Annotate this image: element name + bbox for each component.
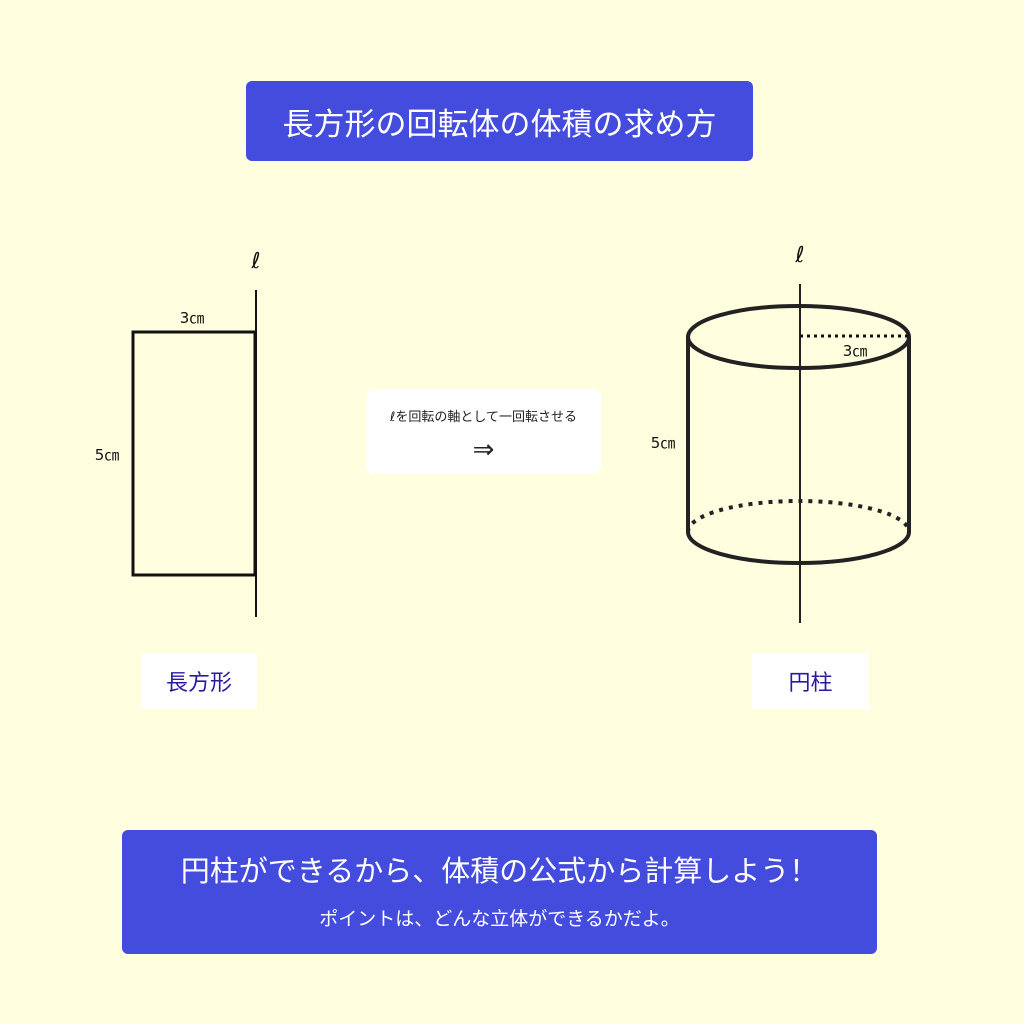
axis-label-right: ℓ bbox=[794, 243, 804, 268]
cylinder-label: 円柱 bbox=[752, 653, 869, 709]
radius-label: 3㎝ bbox=[843, 342, 868, 360]
rectangle-shape bbox=[131, 330, 257, 577]
height-label-left: 5㎝ bbox=[95, 446, 120, 464]
summary-sub: ポイントは、どんな立体ができるかだよ。 bbox=[319, 908, 680, 930]
width-label: 3㎝ bbox=[180, 309, 205, 327]
instruction-box: ℓを回転の軸として一回転させる ⇒ bbox=[366, 389, 601, 474]
instruction-text: ℓを回転の軸として一回転させる bbox=[390, 410, 577, 425]
cylinder-figure: ℓ 3㎝ 5㎝ bbox=[651, 243, 911, 623]
summary-main: 円柱ができるから、体積の公式から計算しよう！ bbox=[180, 854, 819, 888]
arrow-icon: ⇒ bbox=[472, 435, 495, 465]
height-label-right: 5㎝ bbox=[651, 434, 676, 452]
cylinder-top bbox=[686, 304, 911, 370]
summary-box: 円柱ができるから、体積の公式から計算しよう！ ポイントは、どんな立体ができるかだ… bbox=[122, 830, 877, 954]
cylinder-bottom-back bbox=[686, 499, 911, 533]
rectangle-figure: ℓ 3㎝ 5㎝ bbox=[95, 249, 261, 617]
page-title: 長方形の回転体の体積の求め方 bbox=[246, 81, 753, 161]
rectangle-label: 長方形 bbox=[141, 653, 257, 709]
axis-label-left: ℓ bbox=[250, 249, 260, 274]
cylinder-bottom-front bbox=[686, 531, 911, 565]
